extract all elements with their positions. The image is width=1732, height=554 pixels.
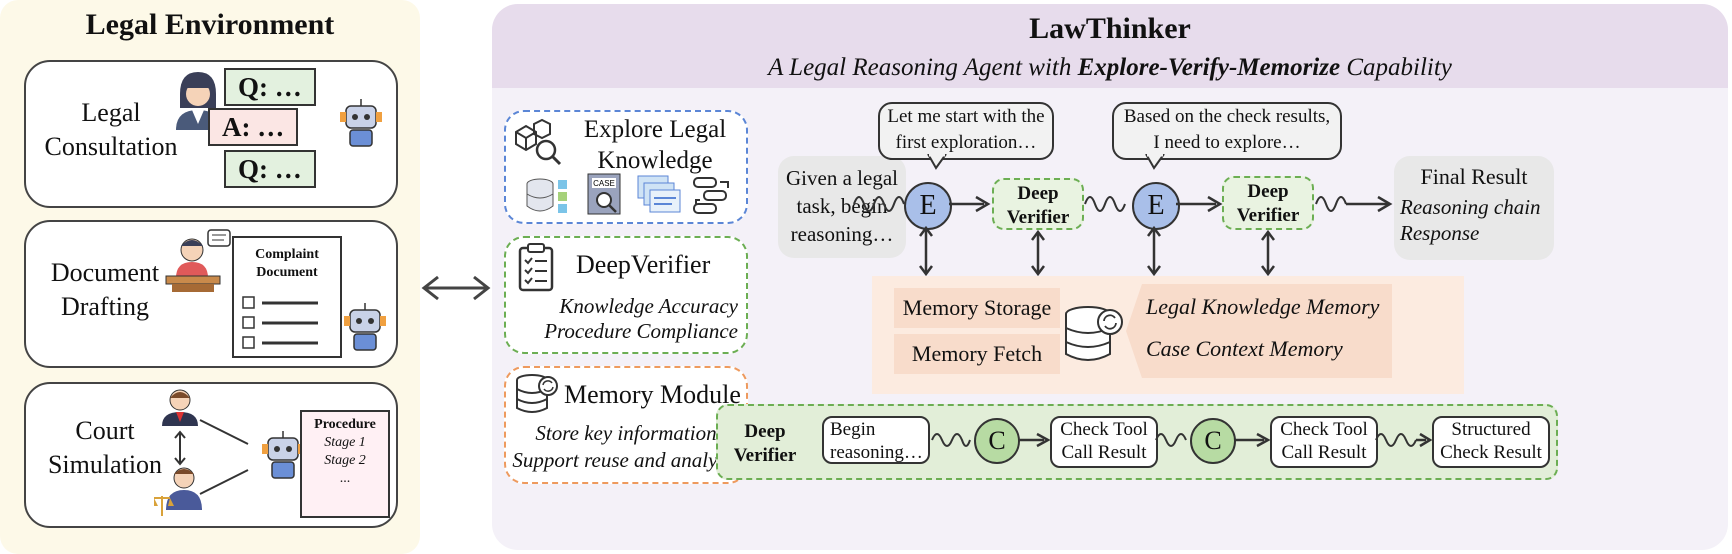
procedure-card: Procedure Stage 1 Stage 2 ... <box>300 410 390 518</box>
court-label-line1: Court <box>75 416 135 445</box>
database-sync-icon <box>1065 306 1123 361</box>
check-begin-box: Begin reasoning… <box>822 416 930 464</box>
lawthinker-subtitle: A Legal Reasoning Agent with Explore-Ver… <box>768 54 1452 81</box>
legal-consultation-box: Legal Consultation Q: … A: … Q: … <box>24 60 398 208</box>
memory-line-1: Store key information <box>535 421 717 445</box>
memory-area: Memory Storage Memory Fetch Legal Knowle… <box>872 276 1464 394</box>
deepverifier-module-box: DeepVerifier Knowledge Accuracy Procedur… <box>504 236 748 354</box>
memory-types-panel: Legal Knowledge Memory Case Context Memo… <box>1126 284 1392 378</box>
verifier-line-2: Procedure Compliance <box>544 319 738 343</box>
final-result-box: Final Result Reasoning chain Response <box>1394 156 1554 260</box>
case-context-memory: Case Context Memory <box>1146 336 1343 361</box>
deep-verifier-step-1: Deep Verifier <box>992 178 1084 230</box>
start-line-3: reasoning… <box>790 222 894 246</box>
explore-title-line2: Knowledge <box>597 147 713 174</box>
doc-title-line2: Document <box>256 265 318 280</box>
clipboard-checklist-icon <box>518 243 554 292</box>
bubble-tail <box>927 154 947 170</box>
consultation-label-line1: Legal <box>81 98 141 127</box>
drafting-label-line2: Drafting <box>60 292 150 321</box>
explore-module-box: Explore Legal Knowledge CASE <box>504 110 748 224</box>
answer-bubble: A: … <box>208 108 299 146</box>
deepverifier-title: DeepVerifier <box>576 250 711 279</box>
database-sync-icon <box>516 374 558 413</box>
structured-check-result: Structured Check Result <box>1432 416 1550 468</box>
lawthinker-title: LawThinker <box>1029 12 1191 45</box>
memory-line-2: Support reuse and analysis <box>512 448 740 472</box>
complaint-document: Complaint Document <box>232 236 342 358</box>
workflow-icon <box>693 177 729 214</box>
robot-icon <box>340 99 382 147</box>
question-bubble-2: Q: … <box>224 150 316 188</box>
verifier-line-1: Knowledge Accuracy <box>559 294 738 318</box>
court-simulation-box: Court Simulation P <box>24 382 398 528</box>
check-tool-result-2: Check Tool Call Result <box>1270 416 1378 468</box>
deep-verifier-step-2: Deep Verifier <box>1222 176 1314 230</box>
document-drafting-box: Document Drafting Complaint Document <box>24 220 398 368</box>
panel-title: Legal Environment <box>85 8 335 41</box>
final-result-line-1: Reasoning chain <box>1400 195 1541 219</box>
legal-knowledge-memory: Legal Knowledge Memory <box>1146 294 1380 319</box>
lawthinker-header: LawThinker A Legal Reasoning Agent with … <box>492 4 1728 88</box>
drafting-label-line1: Document <box>50 258 160 287</box>
consultation-label-line2: Consultation <box>44 132 178 161</box>
procedure-title: Procedure <box>314 417 376 432</box>
case-tag: CASE <box>593 179 615 188</box>
bidirectional-arrow-icon <box>421 275 491 301</box>
check-node-1: C <box>974 418 1020 464</box>
final-result-line-2: Response <box>1400 221 1480 245</box>
subtitle-emphasis: Explore-Verify-Memorize <box>1077 54 1341 81</box>
memory-module-box: Memory Module Store key information Supp… <box>504 366 748 484</box>
explore-node-2: E <box>1132 182 1180 230</box>
doc-title-line1: Complaint <box>255 247 319 262</box>
cubes-search-icon <box>515 118 562 166</box>
memory-module-title: Memory Module <box>564 380 741 409</box>
check-flow-connectors <box>931 432 1433 448</box>
memory-storage-label: Memory Storage <box>894 288 1060 328</box>
bubble-tail <box>1145 154 1165 170</box>
case-file-icon: CASE <box>587 173 621 215</box>
person-desk-icon <box>165 229 231 292</box>
browser-windows-icon <box>637 175 681 213</box>
procedure-stage-2: Stage 2 <box>324 453 366 468</box>
procedure-stage-1: Stage 1 <box>324 435 366 450</box>
thought-bubble-1: Let me start with the first exploration… <box>878 102 1054 160</box>
thought-bubble-2: Based on the check results, I need to ex… <box>1112 102 1342 160</box>
court-label-line2: Simulation <box>47 450 163 479</box>
court-participants-icon <box>154 389 249 516</box>
procedure-more: ... <box>339 471 351 486</box>
deep-verifier-check-flow: Deep Verifier Begin reasoning… C Check T… <box>716 404 1558 480</box>
check-label-line2: Verifier <box>733 445 797 466</box>
lawthinker-panel: LawThinker A Legal Reasoning Agent with … <box>492 4 1728 550</box>
checklist-lines-icon <box>242 296 318 349</box>
main-flow-connectors <box>853 195 1393 277</box>
final-result-title: Final Result <box>1420 164 1528 189</box>
check-tool-result-1: Check Tool Call Result <box>1050 416 1158 468</box>
memory-fetch-label: Memory Fetch <box>894 334 1060 374</box>
legal-environment-panel: Legal Environment Legal Consultation Q: … <box>0 0 420 554</box>
explore-title-line1: Explore Legal <box>583 116 727 143</box>
start-line-1: Given a legal <box>786 166 898 190</box>
question-bubble-1: Q: … <box>224 68 316 106</box>
robot-icon <box>344 303 386 351</box>
check-label-line1: Deep <box>744 421 786 442</box>
robot-icon <box>262 431 304 479</box>
database-icon <box>526 178 567 213</box>
